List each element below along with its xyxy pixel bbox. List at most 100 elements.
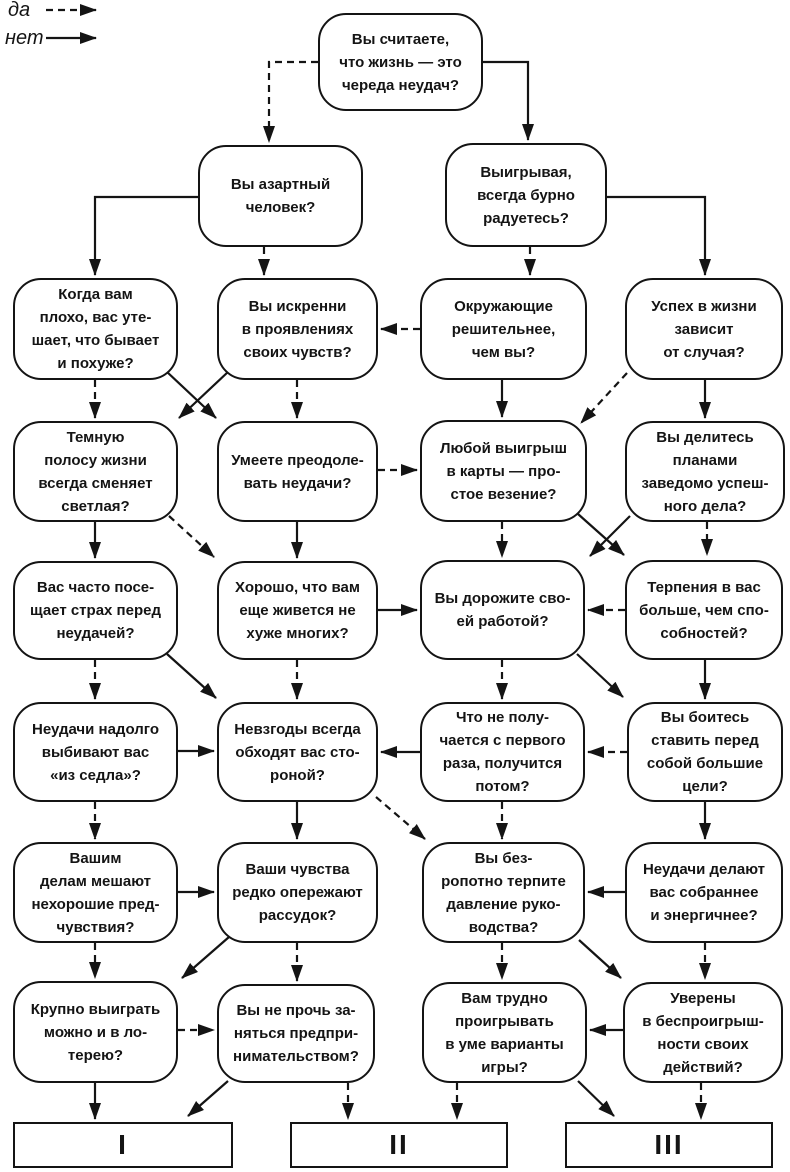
- box-text-line: Ваши чувства: [245, 861, 350, 878]
- box-text-line: больше, чем спо-: [639, 601, 769, 619]
- box-text-line: Вы азартный: [230, 176, 331, 193]
- box-text-line: светлая?: [61, 497, 130, 515]
- box-text-line: Вы без-: [474, 849, 533, 867]
- box-text-line: хуже многих?: [246, 625, 349, 642]
- box-text-line: II: [389, 1129, 409, 1160]
- question-box-r5c2: Хорошо, что вам еще живется не хуже многих…: [217, 561, 378, 660]
- edge-rejoice-r3c4-нет: [607, 195, 711, 276]
- result-box-res1: I: [13, 1122, 233, 1168]
- box-text-line: давление руко-: [446, 895, 561, 913]
- edge-r8c3-res3-нет: [577, 1080, 615, 1117]
- box-text-line: терею?: [67, 1046, 124, 1064]
- box-text-line: ставить перед: [651, 732, 759, 749]
- box-text-line: нехорошие пред-: [31, 895, 160, 913]
- box-text-line: всегда сменяет: [38, 474, 153, 492]
- edge-start-gambler-да: [263, 60, 318, 143]
- box-text-line: от случая?: [663, 343, 745, 361]
- box-text-line: всегда бурно: [477, 186, 575, 204]
- box-text-line: в уме варианты: [445, 1035, 564, 1053]
- box-text-line: Любой выигрыш: [440, 439, 567, 457]
- question-box-gambler: Вы азартный человек?: [198, 145, 363, 247]
- legend-yes-label: да: [8, 0, 31, 21]
- result-box-res3: III: [565, 1122, 773, 1168]
- box-text-line: Вы считаете,: [351, 30, 450, 48]
- box-text-line: игры?: [481, 1058, 528, 1076]
- box-text-line: полосу жизни: [44, 451, 147, 469]
- edge-r4c3-r5c4-нет: [577, 513, 625, 556]
- box-text-line: вас собраннее: [649, 884, 759, 901]
- result-box-res2: II: [290, 1122, 508, 1168]
- question-box-r4c1: Темную полосу жизни всегда сменяет светлая?: [13, 421, 178, 522]
- box-text-line: Неудачи делают: [642, 861, 766, 878]
- question-box-r7c2: Ваши чувства редко опережают рассудок?: [217, 842, 378, 943]
- edge-r7c3-r8c4-нет: [578, 939, 622, 979]
- box-text-line: собой большие: [646, 755, 764, 772]
- box-text-line: человек?: [245, 199, 316, 216]
- box-text-line: редко опережают: [232, 884, 363, 901]
- question-box-r4c2: Умеете преодоле-вать неудачи?: [217, 421, 378, 522]
- edge-r4c1-r5c2-да: [168, 515, 215, 558]
- box-text-line: роной?: [270, 766, 325, 784]
- box-text-line: Вы не прочь за-: [236, 1002, 356, 1019]
- box-text-line: раза, получится: [442, 755, 563, 772]
- box-text-line: действий?: [663, 1058, 743, 1076]
- box-text-line: Терпения в вас: [647, 578, 761, 596]
- box-text-line: Вы дорожите сво-: [434, 590, 571, 607]
- box-text-line: чувствия?: [56, 918, 135, 936]
- box-text-line: Умеете преодоле-: [231, 451, 364, 469]
- box-text-line: ности своих: [657, 1035, 749, 1053]
- box-text-line: решительнее,: [451, 320, 556, 338]
- box-text-line: чем вы?: [471, 343, 536, 361]
- edge-r3c4-r4c3-да: [580, 372, 628, 424]
- edge-r3c1-r4c2-нет: [165, 370, 217, 419]
- box-text-line: Невзгоды всегда: [234, 720, 361, 738]
- box-text-line: Вам трудно: [461, 989, 548, 1007]
- box-text-line: Темную: [66, 428, 125, 446]
- edge-r3c2-r4c1-нет: [178, 370, 230, 419]
- box-text-line: череда неудач?: [341, 76, 460, 94]
- box-text-line: Вы делитесь: [656, 428, 754, 446]
- box-text-line: Вы искренни: [248, 297, 347, 315]
- box-text-line: водства?: [468, 918, 539, 936]
- box-text-line: и энергичнее?: [650, 907, 758, 924]
- box-text-line: Вы боитесь: [660, 709, 750, 726]
- question-box-r5c3: Вы дорожите сво-ей работой?: [420, 560, 585, 660]
- box-text-line: своих чувств?: [243, 343, 352, 361]
- box-text-line: нимательством?: [233, 1048, 359, 1065]
- box-text-line: неудачей?: [56, 625, 135, 642]
- box-text-line: чается с первого: [439, 732, 566, 749]
- box-text-line: Успех в жизни: [651, 297, 757, 315]
- box-text-line: цели?: [682, 778, 728, 795]
- box-text-line: делам мешают: [39, 872, 152, 890]
- box-text-line: III: [654, 1129, 684, 1160]
- box-text-line: вать неудачи?: [243, 474, 352, 492]
- box-text-line: шает, что бывает: [31, 332, 160, 349]
- legend-no-label: нет: [5, 27, 44, 49]
- box-text-line: еще живется не: [239, 602, 356, 619]
- box-text-line: Неудачи надолго: [32, 720, 159, 738]
- box-text-line: Хорошо, что вам: [235, 579, 360, 596]
- question-box-r8c2: Вы не прочь за-няться предпри-нимательст…: [217, 984, 375, 1083]
- box-text-line: щает страх перед: [30, 602, 161, 619]
- box-text-line: рассудок?: [258, 907, 337, 924]
- box-text-line: ей работой?: [456, 613, 549, 630]
- edge-r5c3-r6c4-нет: [576, 653, 624, 698]
- box-text-line: планами: [672, 451, 738, 469]
- box-text-line: плохо, вас уте-: [39, 309, 152, 326]
- box-text-line: можно и в ло-: [43, 1023, 148, 1041]
- box-text-line: Вашим: [69, 849, 122, 867]
